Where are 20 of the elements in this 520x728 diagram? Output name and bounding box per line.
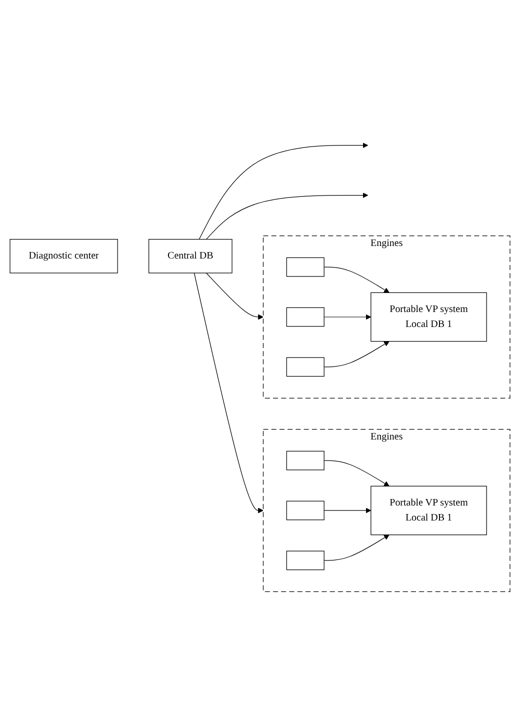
arrow [206, 272, 264, 320]
arrow [324, 534, 390, 561]
arrow [324, 460, 390, 487]
node-box: Central DB [148, 239, 232, 274]
node-box [286, 357, 324, 377]
node-box [286, 501, 324, 520]
arrow [206, 192, 368, 240]
arrow [324, 266, 390, 294]
node-box [286, 451, 324, 470]
node-box: Portable VP system Local DB 1 [370, 292, 487, 342]
arrow [324, 508, 372, 514]
node-box [286, 258, 324, 277]
node-box [286, 550, 324, 570]
arrow [324, 314, 372, 320]
arrow [194, 272, 264, 514]
node-box [286, 308, 324, 327]
node-box: Diagnostic center [10, 239, 118, 274]
node-box: Portable VP system Local DB 1 [370, 486, 487, 536]
arrow [198, 142, 368, 240]
arrow [324, 341, 390, 368]
